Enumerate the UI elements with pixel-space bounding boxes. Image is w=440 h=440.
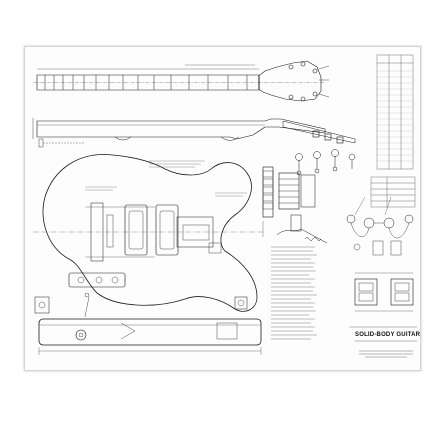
- fret-position-table: [376, 54, 414, 170]
- bridge-detail: [262, 166, 328, 244]
- neck-side-view: [32, 118, 326, 148]
- construction-notes: [271, 246, 317, 340]
- body-notes: [85, 160, 247, 197]
- guitar-body-outline: [33, 154, 265, 312]
- blueprint-sheet: SOLID-BODY GUITAR: [24, 46, 421, 371]
- humbucker-details: [349, 272, 417, 328]
- blueprint-drawing: [32, 54, 417, 358]
- table-rows: [377, 70, 413, 162]
- parts-table: [370, 176, 416, 208]
- drawing-title: SOLID-BODY GUITAR: [355, 332, 421, 338]
- jack-plate-detail: [34, 296, 248, 314]
- headstock-tuners: [288, 61, 330, 102]
- bridge-pickup-route: [124, 204, 148, 256]
- wiring-diagram: [346, 196, 414, 256]
- title-block: [355, 340, 417, 358]
- body-side-view: [38, 318, 262, 355]
- body-routing: [68, 202, 222, 318]
- neck-pickup-route: [155, 204, 179, 256]
- control-plate: [68, 272, 126, 288]
- neck-top-view: [33, 60, 330, 102]
